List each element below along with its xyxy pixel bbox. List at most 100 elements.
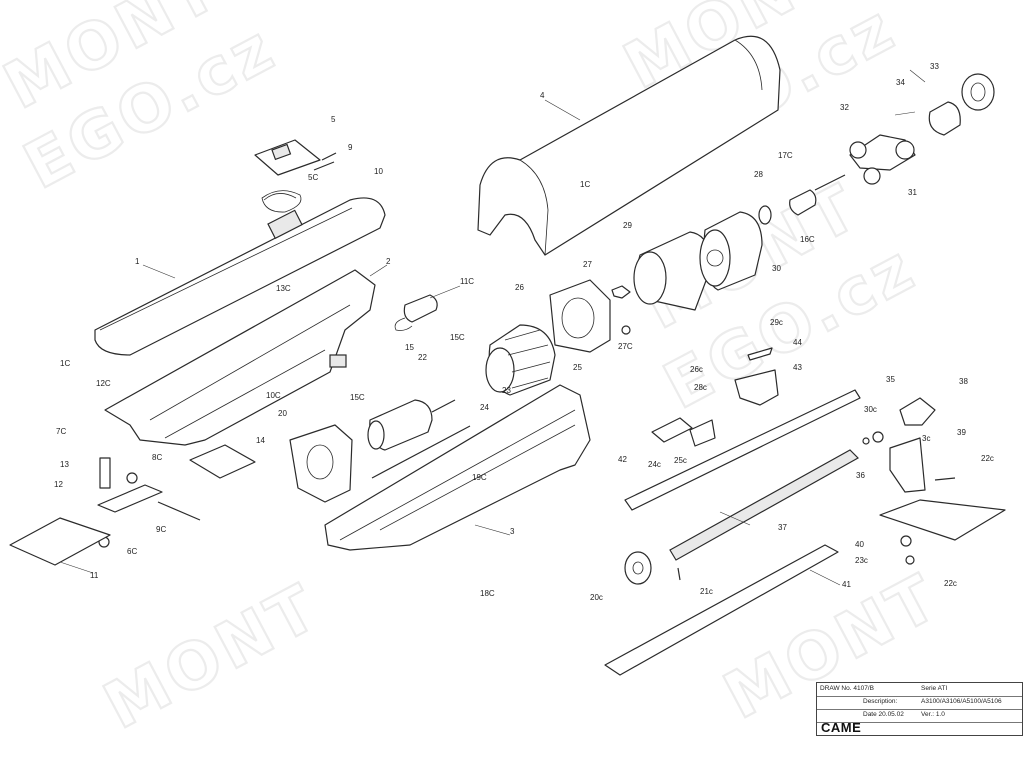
part-11c-capacitor [394,294,438,331]
part-37-worm-screw [669,449,859,561]
title-block: DRAW No. 4107/B Serie ATI Description: A… [816,682,1023,736]
callout-29: 29 [623,221,632,230]
callout-1: 1 [135,257,140,266]
callout-22: 22 [418,353,427,362]
callout-29c: 29c [770,318,783,327]
callout-38: 38 [959,377,968,386]
title-row-draw: DRAW No. 4107/B Serie ATI [817,683,1022,697]
callout-44: 44 [793,338,802,347]
callout-26: 26 [515,283,524,292]
part-38-cap [899,397,936,426]
callout-22c-b: 22c [944,579,957,588]
part-27-key [611,285,631,335]
part-29-gear [633,231,711,311]
callout-20c: 20c [590,593,603,602]
callout-labels: 1 2 3 4 5 9 10 5C 1C 1C 13C 11C 12C 10C … [54,62,994,602]
callout-11c: 11C [460,277,474,286]
callout-34: 34 [896,78,905,87]
callout-9c: 9C [156,525,166,534]
part-36-nut [862,431,884,445]
callout-12: 12 [54,480,63,489]
title-row-date: Date 20.05.02 Ver.: 1.0 [817,709,1022,723]
callout-22c-a: 22c [981,454,994,463]
description-label: Description: [863,698,898,705]
part-4-cover [477,35,781,256]
callout-16c: 16C [800,235,815,244]
callout-6c: 6C [127,547,137,556]
callout-11: 11 [90,571,99,580]
callout-35: 35 [886,375,895,384]
part-41-rail [604,544,839,676]
watermark: MONT EGO.cz MONT EGO.cz MONT EGO.cz MONT… [0,0,953,745]
callout-1c-left: 1C [60,359,70,368]
callout-12c: 12C [96,379,111,388]
description-value: A3100/A3106/A5100/A5106 [921,698,1002,705]
svg-text:MONT: MONT [93,570,332,744]
callout-30: 30 [772,264,781,273]
callout-28: 28 [754,170,763,179]
callout-26c: 26c [690,365,703,374]
title-row-description: Description: A3100/A3106/A5100/A5106 [817,696,1022,710]
callout-15: 15 [405,343,414,352]
callout-27: 27 [583,260,592,269]
callout-15c-b: 15C [350,393,365,402]
part-43-bracket [734,347,779,406]
part-24-rod [371,425,471,479]
draw-number: DRAW No. 4107/B [820,685,874,692]
part-20c-bearing [624,551,681,585]
part-14-board [189,444,256,479]
callout-14: 14 [256,436,265,445]
callout-8c: 8C [152,453,162,462]
callout-7c: 7C [56,427,66,436]
part-22-motor [367,399,456,451]
callout-24: 24 [480,403,489,412]
part-5-plate [254,139,321,213]
callout-18c: 18C [480,589,495,598]
callout-20: 20 [278,409,287,418]
callout-10: 10 [374,167,383,176]
part-1-top-cover [94,193,386,356]
leader-lines [59,69,926,586]
callout-2: 2 [386,257,391,266]
callout-4: 4 [540,91,545,100]
callout-3: 3 [510,527,515,536]
part-25-stator [485,324,556,396]
callout-37: 37 [778,523,787,532]
part-30-drum [699,211,763,291]
part-40-plate [879,499,1006,565]
part-9-10-pins [313,152,337,171]
callout-3c: 3c [922,434,930,443]
callout-25c: 25c [674,456,687,465]
callout-42: 42 [618,455,627,464]
callout-24c: 24c [648,460,661,469]
part-42-switch [651,417,716,447]
came-logo: CAME [821,720,862,735]
callout-15c-a: 15C [450,333,465,342]
part-35-bar [624,389,861,511]
part-2-housing [104,269,376,446]
callout-23: 23 [502,386,511,395]
callout-5: 5 [331,115,336,124]
callout-39: 39 [957,428,966,437]
callout-40: 40 [855,540,864,549]
callout-13c: 13C [276,284,291,293]
callout-9: 9 [348,143,353,152]
part-20-bracket [289,424,353,503]
part-28-shaft [758,174,846,225]
callout-36: 36 [856,471,865,480]
part-3-chassis [324,384,591,551]
callout-30c: 30c [864,405,877,414]
part-31-32-gears [849,134,916,185]
callout-21c: 21c [700,587,713,596]
callout-41: 41 [842,580,851,589]
callout-17c: 17C [778,151,793,160]
callout-33: 33 [930,62,939,71]
part-26-flange [549,279,611,353]
callout-25: 25 [573,363,582,372]
date-value: Date 20.05.02 [863,711,904,718]
callout-13: 13 [60,460,69,469]
callout-5c: 5C [308,173,318,182]
callout-19c: 19C [472,473,487,482]
callout-32: 32 [840,103,849,112]
